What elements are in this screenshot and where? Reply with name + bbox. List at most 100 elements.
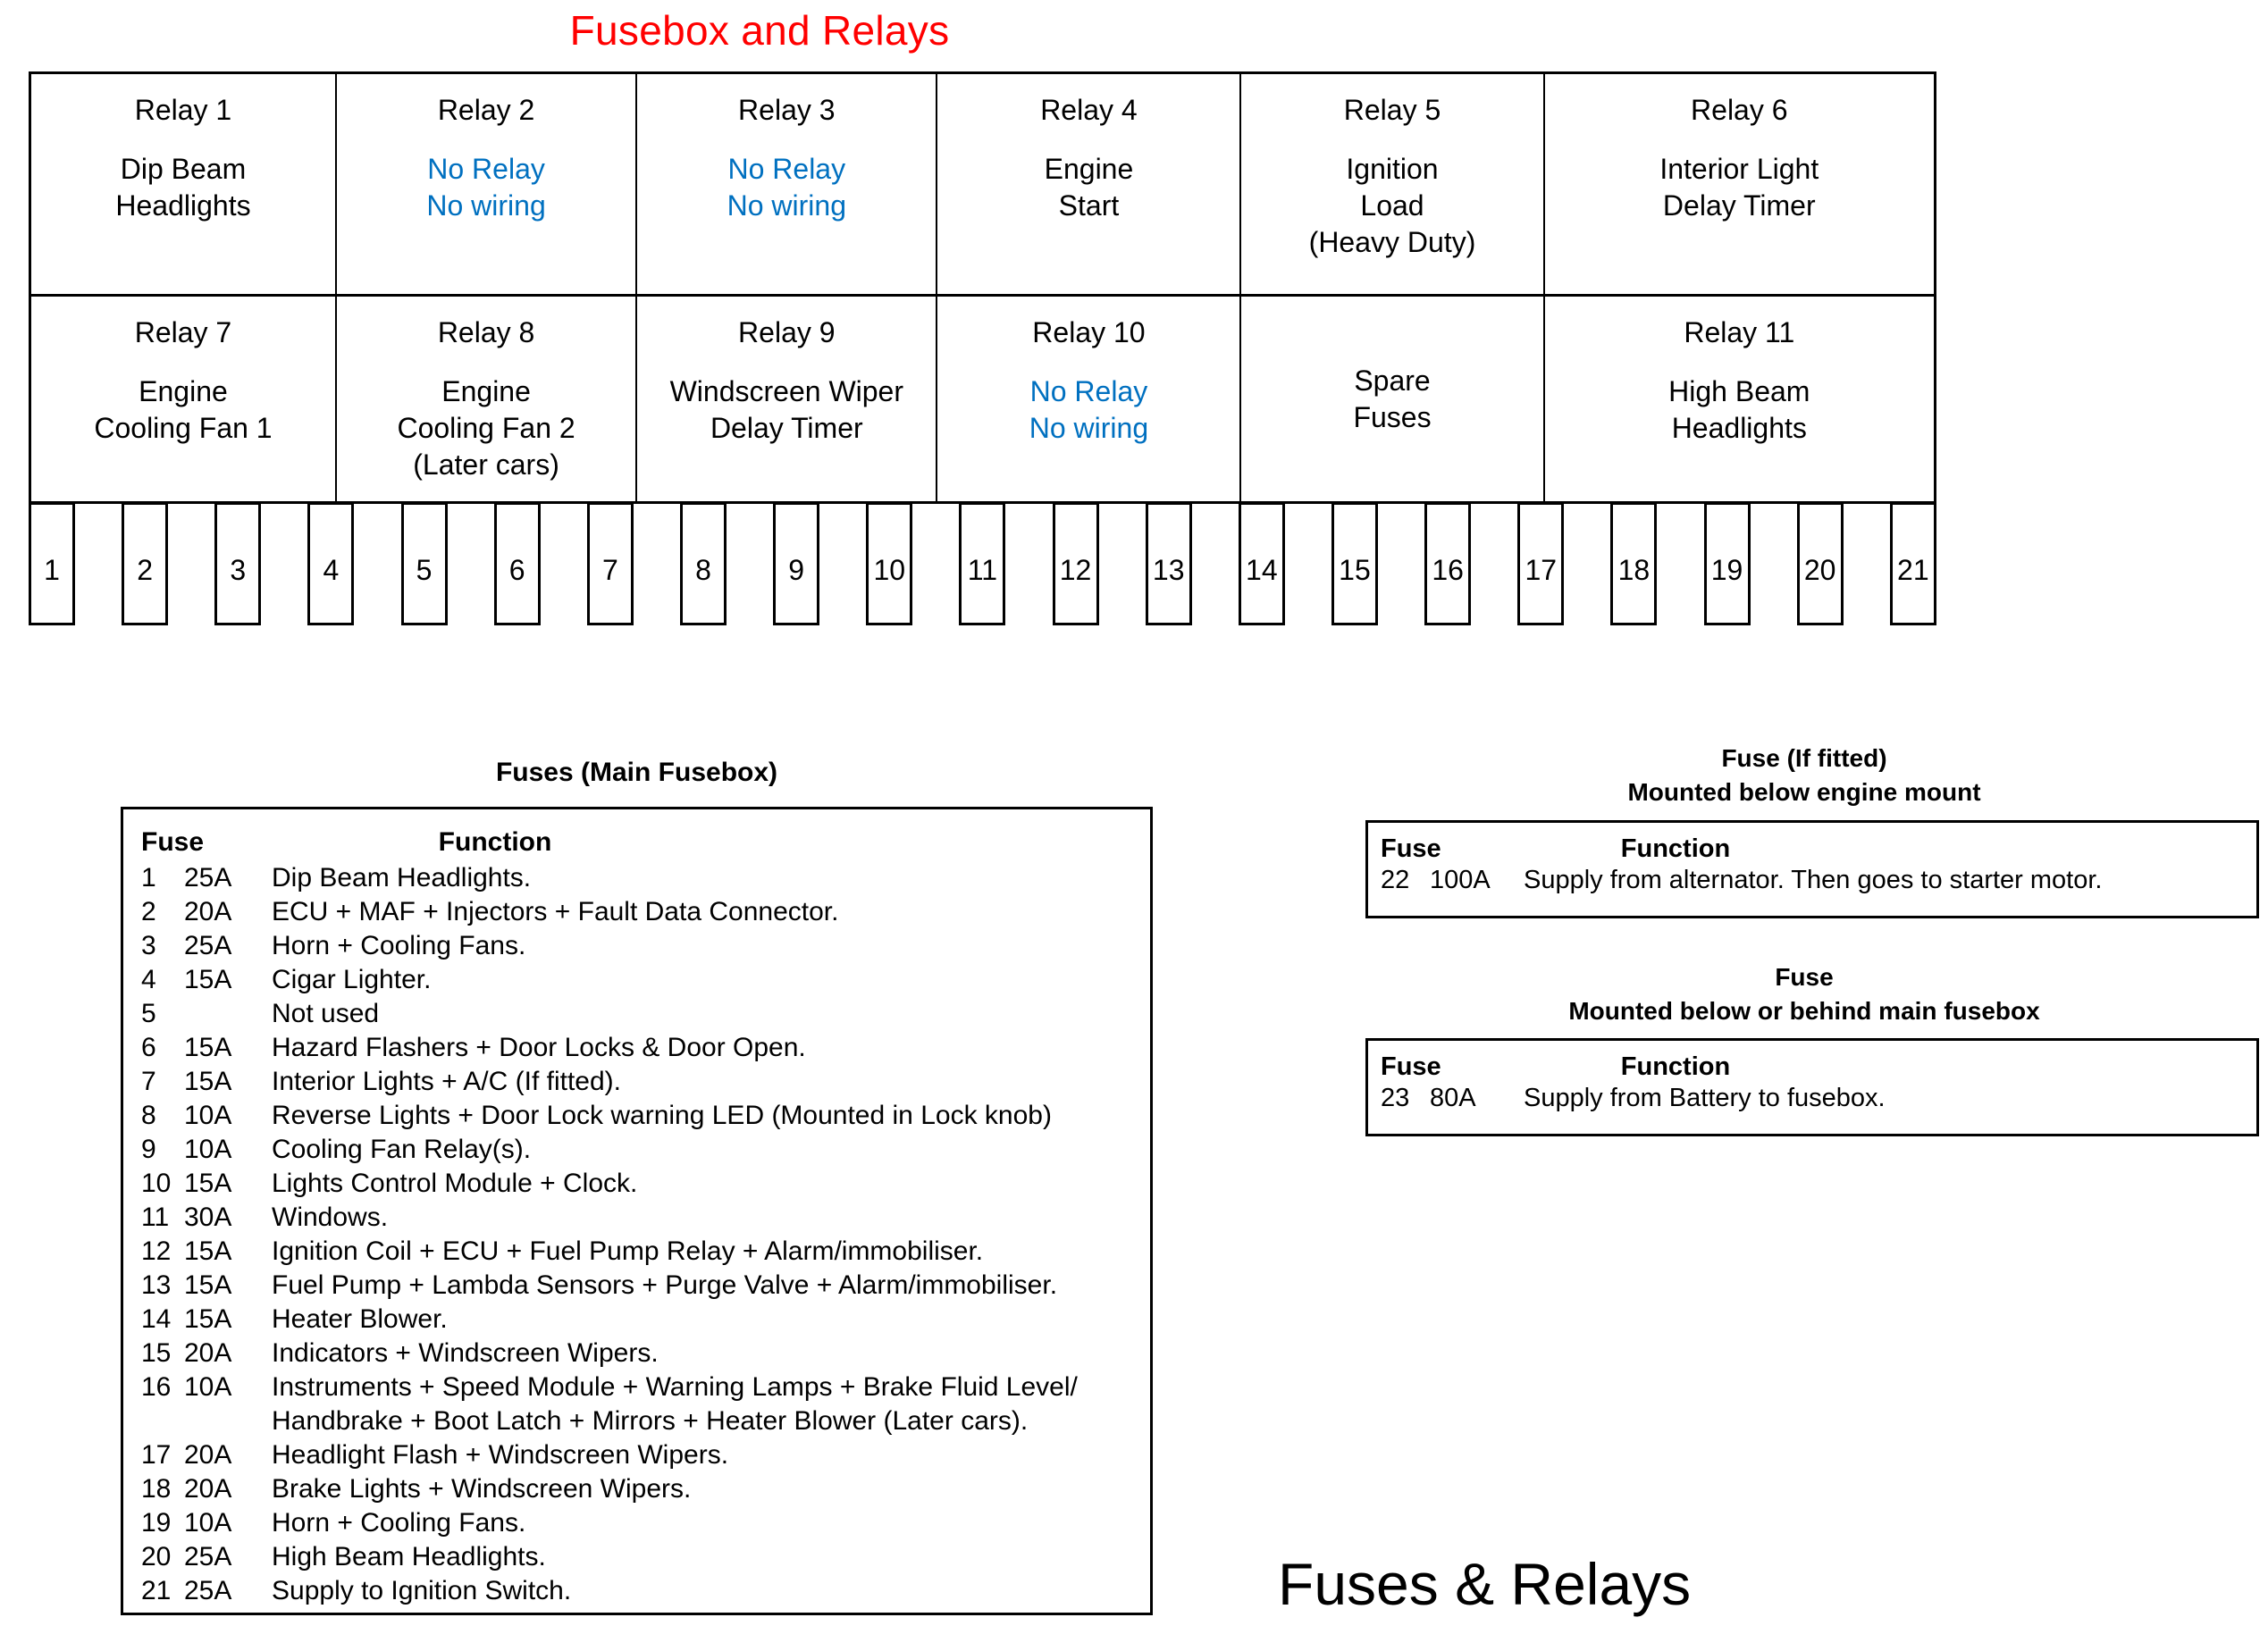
fuse-slot-13[interactable]: 13 [1145,502,1192,625]
fuse-function: Cooling Fan Relay(s). [272,1135,532,1164]
relay-cell-spare-fuses[interactable]: Spare Fuses [1241,297,1545,501]
relay-description: Windscreen Wiper Delay Timer [669,375,903,444]
relay-cell-relay-7[interactable]: Relay 7 Engine Cooling Fan 1 [31,297,337,501]
fuse-number: 8 [141,1101,156,1130]
fuse-function: Indicators + Windscreen Wipers. [272,1338,659,1368]
fuse-slot-9[interactable]: 9 [773,502,820,625]
fuse-number: 7 [141,1067,156,1096]
fuse-slot-7[interactable]: 7 [586,502,634,625]
relay-cell-relay-5[interactable]: Relay 5 Ignition Load (Heavy Duty) [1241,74,1545,294]
fuse-slot-11[interactable]: 11 [959,502,1006,625]
fuse-row-7: 7 15A Interior Lights + A/C (If fitted). [141,1065,1150,1099]
fuse-rating [184,997,272,1031]
relay-label: Relay 5 [1343,94,1441,126]
relay-description: Dip Beam Headlights [115,153,251,222]
relay-label: Relay 1 [134,94,232,126]
fuse-number: 2 [141,897,156,926]
fuse-function: Ignition Coil + ECU + Fuel Pump Relay + … [272,1236,984,1266]
fuse-number: 9 [141,1135,156,1164]
fuse-number: 1 [141,863,156,893]
relay-cell-relay-4[interactable]: Relay 4 Engine Start [937,74,1242,294]
fuse-slot-12[interactable]: 12 [1052,502,1099,625]
relay-cell-relay-8[interactable]: Relay 8 Engine Cooling Fan 2 (Later cars… [337,297,638,501]
page-title: Fusebox and Relays [569,7,950,54]
relay-cell-relay-6[interactable]: Relay 6 Interior Light Delay Timer [1545,74,1934,294]
fuse-slot-8[interactable]: 8 [679,502,727,625]
relay-description: No Relay No wiring [426,153,546,222]
side-panel-2-column-headers: Fuse Function [1381,1052,2256,1082]
side-panel-2: Fuse Function 23 80A Supply from Battery… [1365,1038,2259,1136]
column-header-fuse: Fuse [1381,1052,1441,1081]
fuse-rating: 10A [184,1101,232,1130]
relay-cell-relay-10[interactable]: Relay 10 No Relay No wiring [937,297,1242,501]
fuse-rating: 15A [184,1270,232,1300]
relay-label: Relay 11 [1684,316,1795,348]
side-panel-1-heading: Fuse (If fitted) Mounted below engine mo… [1340,742,2268,809]
fuse-function: Supply to Ignition Switch. [272,1576,572,1605]
relay-description: No Relay No wiring [1029,375,1149,444]
fuse-slot-10[interactable]: 10 [866,502,913,625]
fuse-slot-2[interactable]: 2 [122,502,169,625]
side-panel-1: Fuse Function 22 100A Supply from altern… [1365,820,2259,918]
fuse-number: 23 [1381,1084,1410,1112]
fuse-number: 20 [141,1542,172,1571]
fuse-function: Headlight Flash + Windscreen Wipers. [272,1440,729,1470]
fuse-rating: 100A [1430,866,1491,894]
fuse-number: 22 [1381,866,1410,894]
fuse-function: Dip Beam Headlights. [272,863,532,893]
relay-label: Relay 4 [1040,94,1138,126]
fuse-slot-19[interactable]: 19 [1703,502,1751,625]
relay-description: Spare Fuses [1353,364,1432,433]
column-header-function: Function [1620,834,1731,863]
fuse-rating: 15A [184,1067,232,1096]
fuse-function: Interior Lights + A/C (If fitted). [272,1067,621,1096]
fuse-slot-3[interactable]: 3 [214,502,262,625]
relay-description: High Beam Headlights [1668,375,1810,444]
column-header-fuse: Fuse [141,827,205,857]
fuse-slot-18[interactable]: 18 [1610,502,1658,625]
relay-description: Engine Cooling Fan 2 (Later cars) [397,375,575,481]
fuse-slot-1[interactable]: 1 [29,502,75,625]
column-header-function: Function [438,827,552,857]
fuse-rating: 25A [184,931,232,960]
fuse-rating: 25A [184,1576,232,1605]
fuse-function: Cigar Lighter. [272,965,432,994]
side-panel-2-heading-line1: Fuse [1775,963,1834,991]
fuse-rating: 15A [184,1169,232,1198]
fuse-number: 18 [141,1474,172,1504]
fuse-number: 3 [141,931,156,960]
fuse-slot-16[interactable]: 16 [1424,502,1472,625]
relay-cell-relay-1[interactable]: Relay 1 Dip Beam Headlights [31,74,337,294]
relay-description: No Relay No wiring [727,153,846,222]
column-header-function: Function [1620,1052,1731,1081]
relay-description: Interior Light Delay Timer [1659,153,1819,222]
relay-cell-relay-3[interactable]: Relay 3 No Relay No wiring [637,74,938,294]
fuse-slot-21[interactable]: 21 [1889,502,1936,625]
fuse-slot-20[interactable]: 20 [1796,502,1844,625]
fuse-function: Fuel Pump + Lambda Sensors + Purge Valve… [272,1270,1058,1300]
fuse-rating: 80A [1430,1084,1476,1112]
relay-cell-relay-11[interactable]: Relay 11 High Beam Headlights [1545,297,1934,501]
relay-cell-relay-2[interactable]: Relay 2 No Relay No wiring [337,74,638,294]
relay-row-top: Relay 1 Dip Beam Headlights Relay 2 No R… [31,74,1934,294]
fuse-slot-17[interactable]: 17 [1517,502,1565,625]
fuse-slot-6[interactable]: 6 [493,502,541,625]
fuse-slot-15[interactable]: 15 [1331,502,1378,625]
fuse-number: 19 [141,1508,172,1538]
fuse-slot-14[interactable]: 14 [1238,502,1285,625]
relay-label: Relay 10 [1032,316,1146,348]
relay-cell-relay-9[interactable]: Relay 9 Windscreen Wiper Delay Timer [637,297,938,501]
fuse-slot-5[interactable]: 5 [400,502,448,625]
fuse-slot-4[interactable]: 4 [307,502,355,625]
fuse-function: Horn + Cooling Fans. [272,931,526,960]
